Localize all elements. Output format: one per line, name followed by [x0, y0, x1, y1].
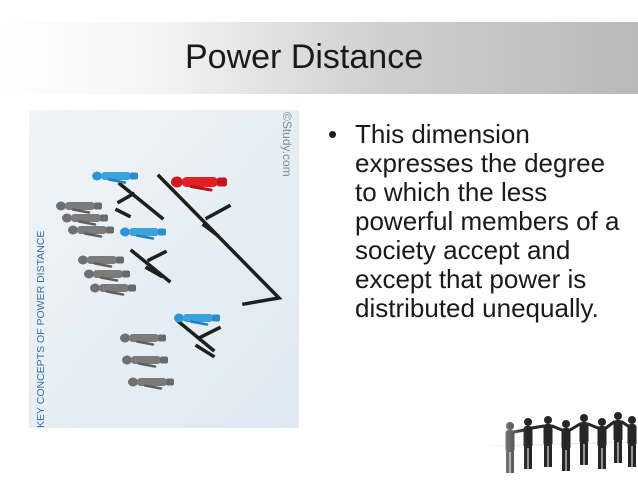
bullet-text: This dimension expresses the degree to w… — [355, 119, 620, 323]
figure-watermark: ©Study.com — [280, 112, 294, 177]
bullet-marker: • — [328, 119, 338, 149]
people-silhouettes-image — [468, 398, 638, 478]
bullet-list: • This dimension expresses the degree to… — [328, 120, 628, 323]
power-distance-illustration: KEY CONCEPTS OF POWER DISTANCE ©Study.co… — [29, 110, 299, 428]
figure-background — [29, 110, 299, 428]
title-bar — [0, 22, 638, 94]
bullet-item: • This dimension expresses the degree to… — [328, 120, 628, 323]
slide-title: Power Distance — [185, 38, 424, 76]
hierarchy-branches — [114, 191, 232, 359]
figure-side-text: KEY CONCEPTS OF POWER DISTANCE — [35, 231, 47, 428]
